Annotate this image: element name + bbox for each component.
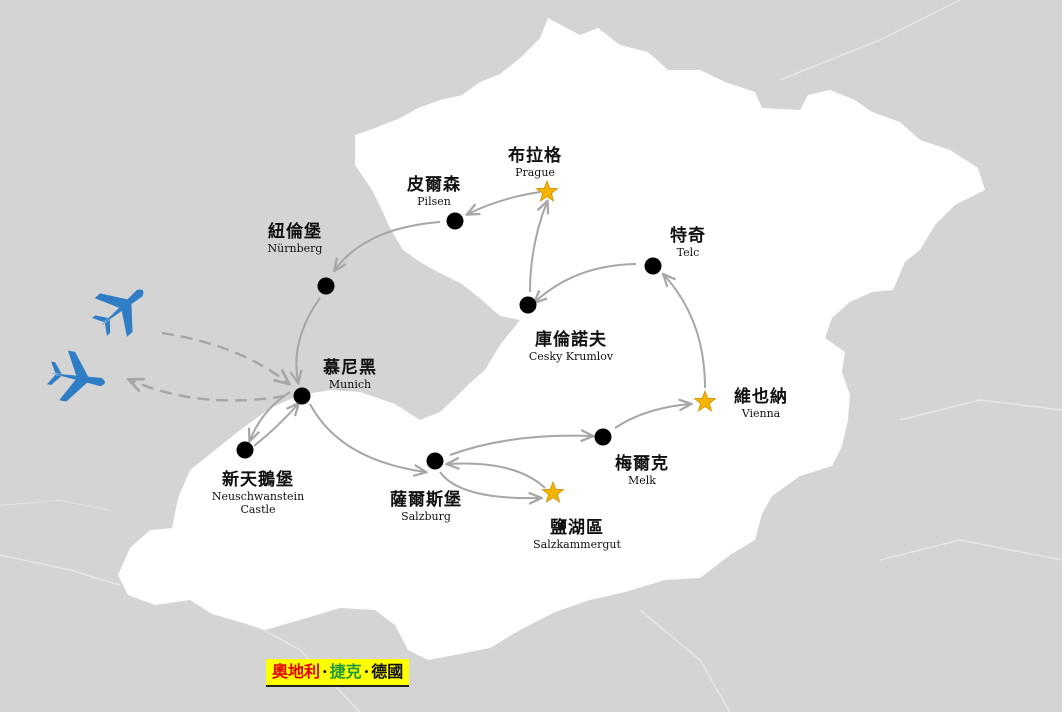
city-name-en: Melk — [628, 474, 656, 487]
route-neuschwanstein-munich — [253, 404, 298, 447]
route-salzkammergut-salzburg — [448, 464, 546, 489]
dot-marker-salzburg — [426, 452, 444, 470]
route-vienna-telc — [664, 275, 706, 389]
route-melk-vienna — [614, 404, 690, 429]
legend-czech: 捷克 — [329, 662, 362, 681]
flight-departure — [130, 380, 286, 402]
city-label-prague: 布拉格 Prague — [495, 146, 575, 179]
dot-marker-melk — [594, 428, 612, 446]
city-name-zh: 維也納 — [734, 387, 788, 407]
city-name-zh: 新天鵝堡 — [222, 470, 294, 490]
city-name-en: Salzburg — [401, 510, 451, 523]
city-name-zh: 特奇 — [670, 226, 706, 246]
airplane-arrival-icon — [92, 289, 144, 337]
route-salzburg-salzkammergut — [439, 471, 540, 498]
dot-marker-cesky — [519, 296, 537, 314]
city-label-nurnberg: 紐倫堡 Nürnberg — [250, 222, 340, 255]
city-label-pilsen: 皮爾森 Pilsen — [394, 175, 474, 208]
land-gap — [0, 0, 548, 548]
legend-separator: · — [322, 662, 328, 681]
city-name-en: Neuschwanstein — [211, 490, 305, 503]
dot-marker-munich — [293, 387, 311, 405]
star-marker-salzkammergut — [541, 480, 565, 503]
city-label-vienna: 維也納 Vienna — [721, 387, 801, 420]
land-region — [118, 18, 985, 660]
city-name-zh: 皮爾森 — [407, 175, 461, 195]
city-label-neuschwanstein: 新天鵝堡 Neuschwanstein Castle — [198, 470, 318, 516]
dot-marker-telc — [644, 257, 662, 275]
city-name-en: Prague — [515, 166, 555, 179]
city-name-en: Pilsen — [417, 195, 451, 208]
dot-marker-neuschwanstein — [236, 441, 254, 459]
route-cesky-prague — [529, 202, 547, 293]
star-marker-vienna — [693, 389, 717, 412]
city-markers — [236, 179, 717, 503]
city-name-zh: 梅爾克 — [615, 454, 669, 474]
legend-austria: 奧地利 — [272, 662, 321, 681]
city-name-zh: 薩爾斯堡 — [390, 490, 462, 510]
city-name-en: Munich — [328, 378, 372, 391]
city-name-zh: 慕尼黑 — [323, 358, 377, 378]
star-marker-prague — [535, 179, 559, 202]
city-name-zh: 紐倫堡 — [268, 222, 322, 242]
route-munich-salzburg — [309, 403, 425, 472]
flight-lines — [130, 331, 288, 402]
city-name-zh: 鹽湖區 — [550, 518, 604, 538]
route-salzburg-melk — [449, 436, 592, 456]
flight-arrival — [161, 331, 288, 383]
city-name-zh: 庫倫諾夫 — [535, 330, 607, 350]
city-name-en: Telc — [676, 246, 700, 259]
route-prague-pilsen — [468, 191, 541, 214]
route-pilsen-nurnberg — [335, 221, 441, 270]
route-munich-neuschwanstein — [250, 391, 291, 440]
dot-marker-pilsen — [446, 212, 464, 230]
city-name-en: Vienna — [741, 407, 781, 420]
city-name-en-line2: Castle — [240, 503, 276, 516]
dot-marker-nurnberg — [317, 277, 335, 295]
city-name-zh: 布拉格 — [508, 146, 562, 166]
city-label-melk: 梅爾克 Melk — [602, 454, 682, 487]
city-name-en: Nürnberg — [267, 242, 323, 255]
route-telc-cesky — [535, 263, 637, 302]
legend-separator: · — [363, 662, 370, 681]
city-name-en: Cesky Krumlov — [528, 350, 614, 363]
city-label-salzburg: 薩爾斯堡 Salzburg — [376, 490, 476, 523]
city-label-salzkammergut: 鹽湖區 Salzkammergut — [522, 518, 632, 551]
city-label-telc: 特奇 Telc — [648, 226, 728, 259]
city-label-munich: 慕尼黑 Munich — [310, 358, 390, 391]
airplane-departure-icon — [47, 350, 105, 402]
city-label-cesky: 庫倫諾夫 Cesky Krumlov — [516, 330, 626, 363]
country-legend: 奧地利·捷克·德國 — [266, 659, 410, 687]
city-name-en: Salzkammergut — [533, 538, 621, 551]
legend-germany: 德國 — [371, 662, 404, 681]
route-lines — [250, 191, 706, 498]
route-nurnberg-munich — [296, 297, 321, 382]
